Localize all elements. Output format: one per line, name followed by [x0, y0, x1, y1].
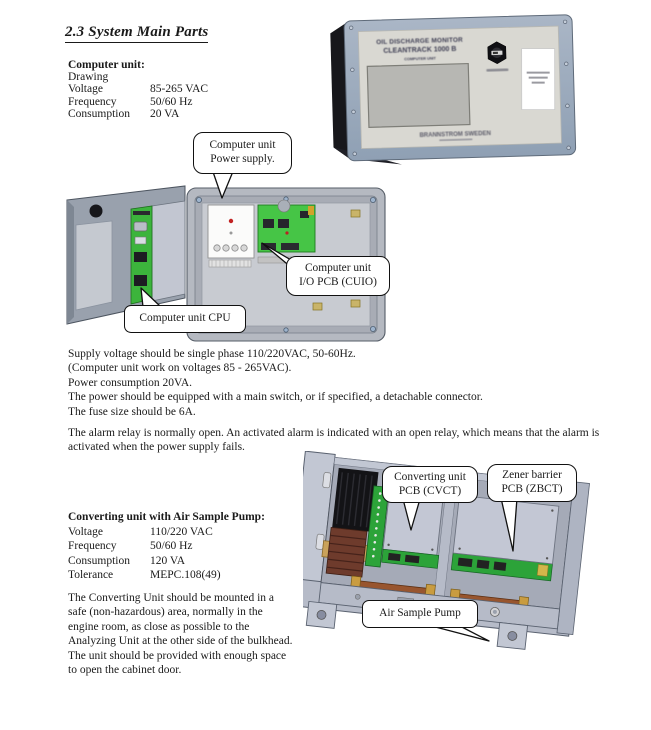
panel-brand: BRANNSTROM SWEDEN [419, 131, 490, 139]
cpu-assembly [130, 200, 186, 305]
converting-unit-specs: Converting unit with Air Sample Pump: Vo… [68, 510, 265, 583]
power-supply-box [207, 204, 255, 268]
callout-power-supply: Computer unit Power supply. [193, 132, 292, 174]
spec-label-sticker [521, 48, 556, 111]
display-screen [366, 62, 471, 128]
brand-logo-icon [487, 41, 507, 65]
mounting-foot-right [496, 622, 529, 650]
cable-grommet [89, 204, 103, 218]
cpu-mounting-plate [151, 200, 186, 302]
spec-heading: Converting unit with Air Sample Pump: [68, 511, 265, 523]
callout-cpu: Computer unit CPU [124, 305, 246, 333]
section-title: 2.3 System Main Parts [65, 24, 209, 43]
mounting-paragraph: The Converting Unit should be mounted in… [68, 592, 293, 677]
mounting-foot-left [305, 600, 338, 629]
panel-title-line2: CLEANTRACK 1000 B [383, 46, 456, 55]
panel-subtitle: COMPUTER UNIT [404, 56, 436, 61]
mounting-clips [312, 209, 361, 311]
zbct-cover [452, 494, 560, 565]
callout-air-pump: Air Sample Pump [362, 600, 478, 628]
spec-row: Drawing [68, 71, 109, 84]
callout-cvct: Converting unit PCB (CVCT) [382, 466, 478, 503]
db9-connector [133, 221, 148, 232]
alarm-paragraph: The alarm relay is normally open. An act… [68, 427, 600, 454]
callout-zbct: Zener barrier PCB (ZBCT) [487, 464, 577, 502]
computer-unit-front-illustration: OIL DISCHARGE MONITOR CLEANTRACK 1000 B … [330, 14, 577, 165]
zbct-pcb [450, 494, 560, 582]
logo-caption-bar [486, 68, 509, 72]
hinges [315, 472, 332, 550]
right-wall [556, 481, 590, 636]
terminal-blocks [321, 526, 372, 578]
callout-io-pcb: Computer unit I/O PCB (CUIO) [286, 256, 390, 296]
io-pcb [257, 199, 316, 253]
spec-heading: Computer unit: [68, 59, 145, 71]
frame-screws [349, 19, 571, 156]
transformer-box [332, 467, 379, 532]
supply-paragraph: Supply voltage should be single phase 11… [68, 348, 483, 418]
panel-title-line1: OIL DISCHARGE MONITOR [376, 37, 463, 46]
